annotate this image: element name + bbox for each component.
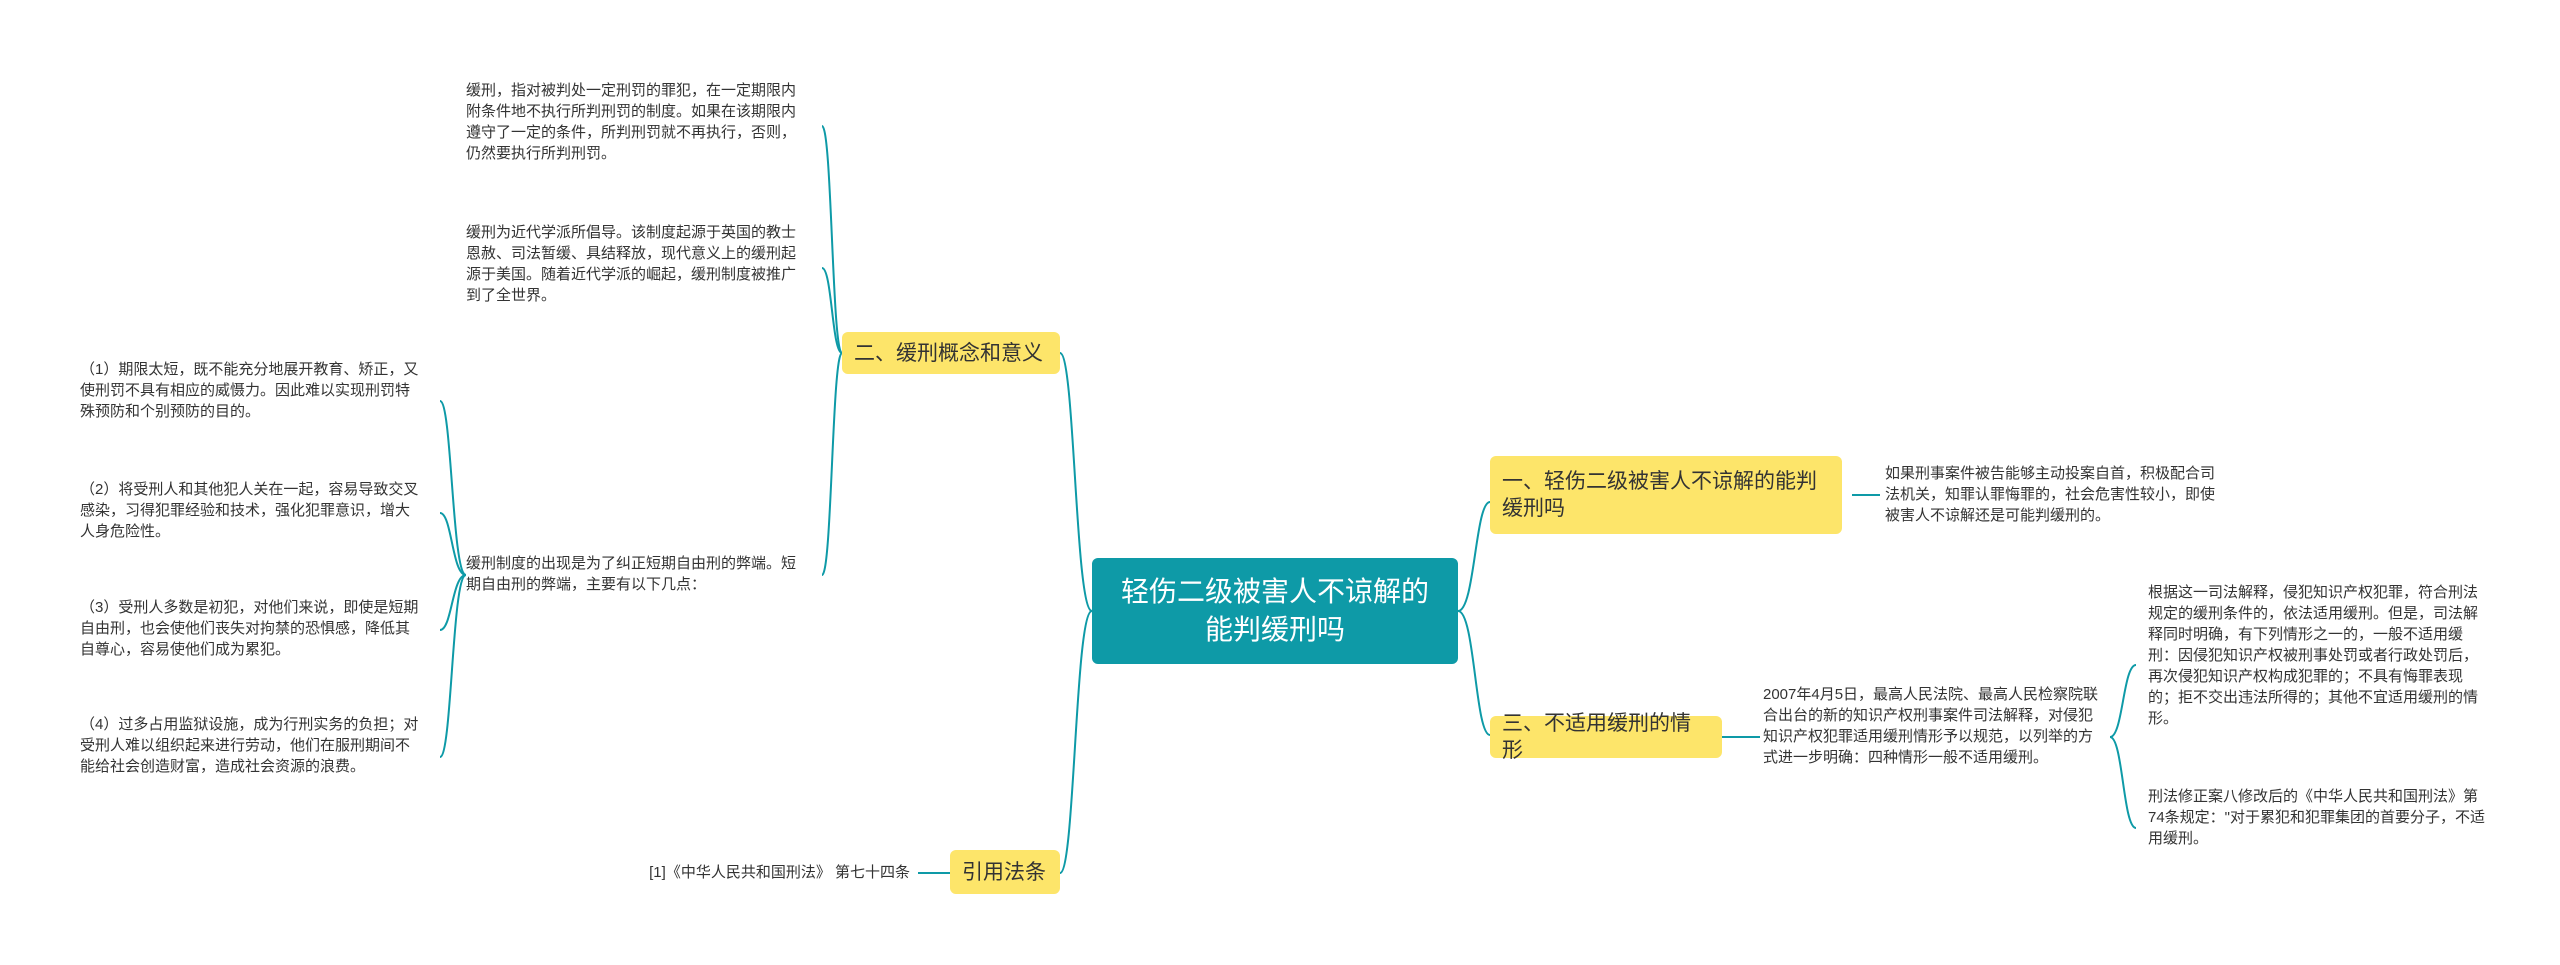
link-t3-p4 — [439, 574, 467, 758]
drawback-point-2: （2）将受刑人和其他犯人关在一起，容易导致交叉感染，习得犯罪经验和技术，强化犯罪… — [80, 481, 419, 540]
link-b2-t2 — [821, 267, 843, 354]
link-b3text-s1 — [2109, 664, 2137, 738]
drawback-point-1: （1）期限太短，既不能充分地展开教育、矫正，又使刑罚不具有相应的威慑力。因此难以… — [80, 361, 419, 420]
branch-3[interactable]: 三、不适用缓刑的情形 — [1490, 712, 1722, 762]
branch-4[interactable]: 引用法条 — [950, 850, 1060, 894]
link-root-b3 — [1457, 610, 1491, 736]
branch-2[interactable]: 二、缓刑概念和意义 — [842, 332, 1060, 374]
link-t3-p2 — [439, 512, 467, 576]
branch-2-text-3: 缓刑制度的出现是为了纠正短期自由刑的弊端。短期自由刑的弊端，主要有以下几点： — [466, 555, 797, 593]
drawback-point-3: （3）受刑人多数是初犯，对他们来说，即使是短期自由刑，也会使他们丧失对拘禁的恐惧… — [80, 599, 419, 658]
branch-3-text: 2007年4月5日，最高人民法院、最高人民检察院联合出台的新的知识产权刑事案件司… — [1763, 686, 2099, 766]
link-t3-p1 — [439, 400, 467, 576]
link-b2-t1 — [821, 125, 843, 354]
link-root-b4 — [1059, 610, 1093, 874]
branch-2-text-2: 缓刑为近代学派所倡导。该制度起源于英国的教士恩赦、司法暂缓、具结释放，现代意义上… — [466, 224, 797, 304]
branch-2-text-1: 缓刑，指对被判处一定刑罚的罪犯，在一定期限内附条件地不执行所判刑罚的制度。如果在… — [466, 82, 797, 162]
branch-3-sub-2: 刑法修正案八修改后的《中华人民共和国刑法》第74条规定："对于累犯和犯罪集团的首… — [2148, 788, 2486, 847]
branch-2-label: 二、缓刑概念和意义 — [854, 341, 1043, 365]
branch-4-text: [1]《中华人民共和国刑法》 第七十四条 — [649, 864, 910, 881]
branch-1-text: 如果刑事案件被告能够主动投案自首，积极配合司法机关，知罪认罪悔罪的，社会危害性较… — [1885, 465, 2216, 524]
branch-1[interactable]: 一、轻伤二级被害人不谅解的能判缓刑吗 — [1490, 456, 1842, 534]
link-b3text-s2 — [2109, 736, 2137, 829]
root-title: 轻伤二级被害人不谅解的能判缓刑吗 — [1120, 576, 1429, 645]
link-t3-p3 — [439, 574, 467, 631]
link-root-b1 — [1457, 501, 1491, 612]
link-root-b2 — [1059, 352, 1093, 612]
root-topic[interactable]: 轻伤二级被害人不谅解的能判缓刑吗 — [1092, 558, 1458, 664]
branch-1-label: 一、轻伤二级被害人不谅解的能判缓刑吗 — [1502, 470, 1817, 520]
branch-3-sub-1: 根据这一司法解释，侵犯知识产权犯罪，符合刑法规定的缓刑条件的，依法适用缓刑。但是… — [2148, 584, 2479, 727]
link-b2-t3 — [821, 352, 843, 576]
drawback-point-4: （4）过多占用监狱设施，成为行刑实务的负担；对受刑人难以组织起来进行劳动，他们在… — [80, 716, 419, 775]
branch-4-label: 引用法条 — [962, 860, 1046, 884]
branch-3-label: 三、不适用缓刑的情形 — [1502, 712, 1691, 762]
